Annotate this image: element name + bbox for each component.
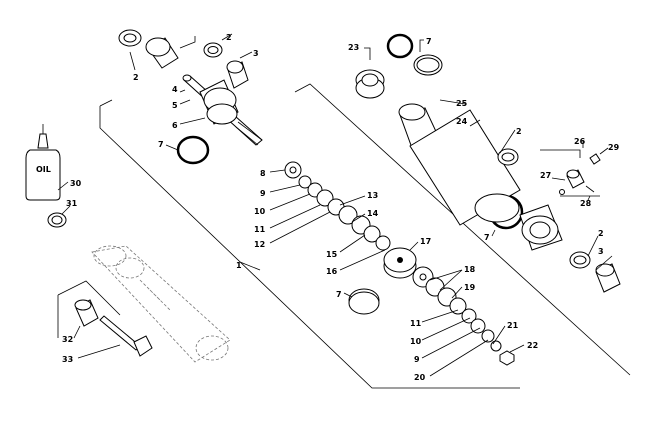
bolt-33: [99, 315, 153, 357]
spacer-32: [74, 299, 99, 327]
sleeve-lower-right: [595, 263, 621, 293]
callout-16: 16: [326, 267, 338, 276]
callout-1: 1: [236, 261, 242, 270]
callout-6: 6: [172, 121, 178, 130]
callout-3b: 3: [598, 247, 604, 256]
callout-33: 33: [62, 355, 73, 364]
callout-18: 18: [464, 265, 476, 274]
bushing-top-right: [203, 42, 223, 58]
bushing-reservoir: [497, 148, 519, 166]
callout-4: 4: [172, 85, 178, 94]
callout-2c: 2: [516, 127, 522, 136]
callout-9b: 9: [414, 355, 420, 364]
piston: [383, 247, 417, 279]
callout-22: 22: [527, 341, 538, 350]
bushing-top-left: [118, 29, 142, 47]
assembly-boundary-left: [99, 99, 520, 389]
callout-19: 19: [464, 283, 476, 292]
bushing-31: [47, 212, 67, 228]
shim-stack-upper: [284, 161, 391, 251]
valve-fitting: [559, 153, 601, 195]
callout-3a: 3: [253, 49, 259, 58]
callout-29: 29: [608, 143, 620, 152]
leader-lines: [57, 33, 613, 377]
callout-7c: 7: [426, 37, 432, 46]
callout-26: 26: [574, 137, 586, 146]
callout-31: 31: [66, 199, 78, 208]
callout-17: 17: [420, 237, 431, 246]
callout-21: 21: [507, 321, 519, 330]
callout-24: 24: [456, 117, 468, 126]
reservoir-cap: [355, 69, 385, 99]
callout-7d: 7: [484, 233, 490, 242]
bushing-lower-right: [569, 251, 591, 269]
shim-stack-lower: [412, 266, 515, 366]
reservoir-body: [409, 109, 521, 226]
reservoir-ring: [413, 54, 443, 76]
callout-15: 15: [326, 250, 338, 259]
leader-32-33: [57, 280, 121, 316]
callout-12: 12: [254, 240, 265, 249]
spherical-bearing-top: [145, 37, 179, 69]
callout-2d: 2: [598, 229, 604, 238]
callout-10a: 10: [254, 207, 266, 216]
callout-14: 14: [367, 209, 379, 218]
callout-32: 32: [62, 335, 73, 344]
callout-10b: 10: [410, 337, 422, 346]
callout-2a: 2: [133, 73, 139, 82]
callout-13: 13: [367, 191, 378, 200]
callout-23: 23: [348, 43, 359, 52]
callout-7b: 7: [336, 290, 342, 299]
callout-11a: 11: [254, 225, 266, 234]
sleeve-top: [226, 60, 249, 89]
shaft-assembly: [182, 74, 263, 146]
callout-28: 28: [580, 199, 592, 208]
oil-bottle-label: OIL: [36, 165, 51, 174]
leader-32-33-b: [57, 295, 121, 359]
body-end-eyelet: [519, 204, 563, 251]
callout-27: 27: [540, 171, 551, 180]
callout-2b: 2: [226, 33, 232, 42]
callout-30: 30: [70, 179, 82, 188]
callout-11b: 11: [410, 319, 422, 328]
callout-25: 25: [456, 99, 468, 108]
valve-bracket: [540, 149, 600, 197]
callout-5: 5: [172, 101, 178, 110]
callout-7a: 7: [158, 140, 164, 149]
oil-bottle: [25, 124, 61, 201]
assembly-boundary-right: [294, 83, 631, 376]
installed-shock-ghost: [91, 245, 231, 363]
piston-band: [348, 288, 380, 315]
o-ring-7-left: [176, 135, 210, 165]
callout-20: 20: [414, 373, 426, 382]
callout-8: 8: [260, 169, 266, 178]
callout-9a: 9: [260, 189, 266, 198]
o-ring-7-top: [386, 33, 414, 59]
